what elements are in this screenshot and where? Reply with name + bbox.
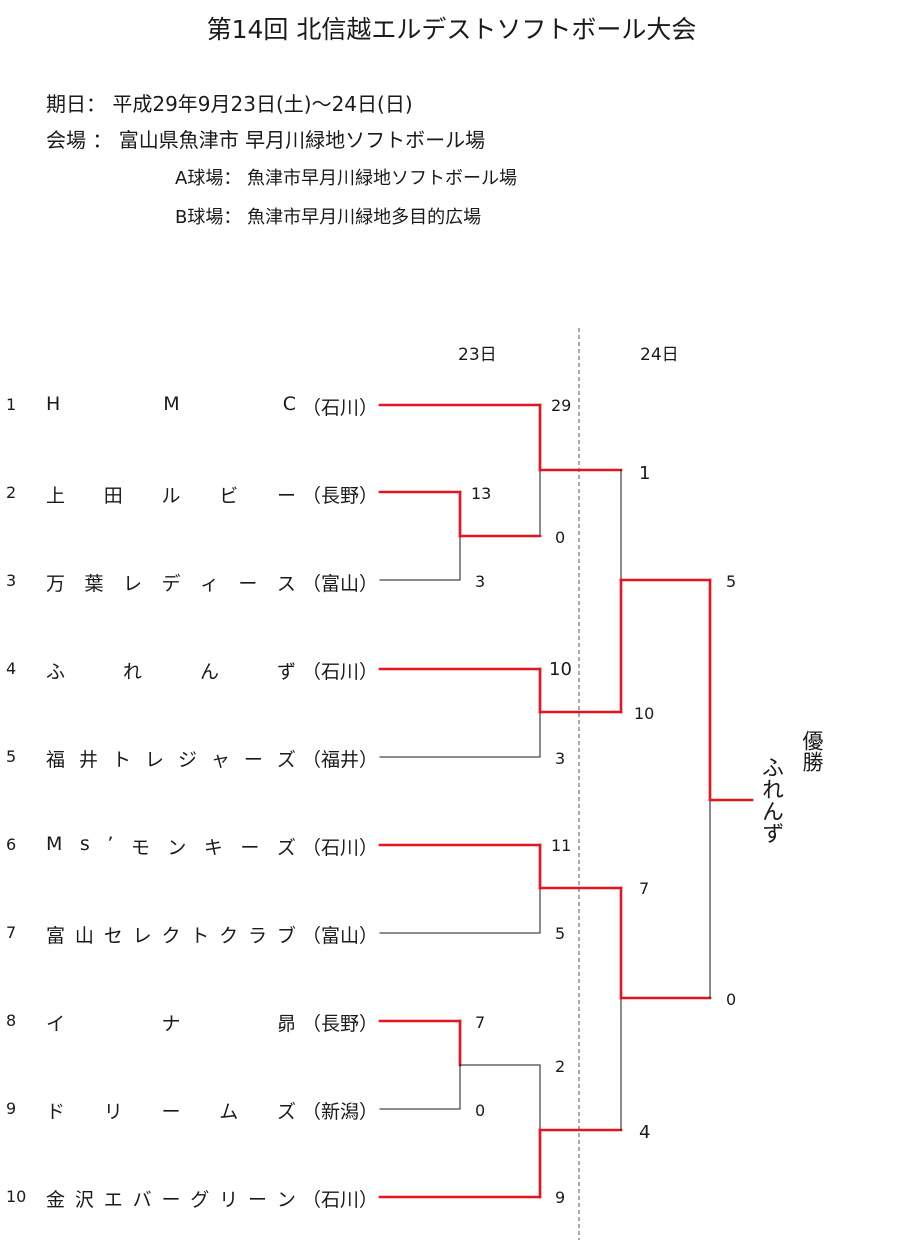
day1-header: 23日 — [458, 345, 497, 365]
team-seed: 3 — [6, 571, 17, 590]
score-r2-2-bot: 3 — [555, 749, 566, 768]
team-prefecture: （石川） — [302, 1189, 379, 1211]
score-r2-3-top: 11 — [551, 836, 572, 855]
score-final-top: 5 — [726, 572, 737, 591]
score-sf1-top: 1 — [639, 463, 651, 484]
page-title: 第14回 北信越エルデストソフトボール大会 — [206, 15, 697, 44]
score-sf1-bot: 10 — [634, 704, 655, 723]
court-a-line: A球場： 魚津市早月川緑地ソフトボール場 — [175, 168, 518, 189]
score-sf2-bot: 4 — [639, 1122, 651, 1143]
score-r2-4-top: 2 — [555, 1057, 566, 1076]
team-name: ふれんず — [46, 661, 296, 683]
score-r1-2v3-top: 13 — [471, 484, 492, 503]
score-r1-2v3-bot: 3 — [475, 572, 486, 591]
team-prefecture: （石川） — [302, 661, 379, 683]
team-seed: 9 — [6, 1099, 17, 1118]
team-name: ドリームズ — [46, 1101, 296, 1123]
team-name: 金沢エバーグリーン — [46, 1189, 296, 1211]
team-prefecture: （新潟） — [302, 1101, 379, 1123]
team-name: 万葉レディース — [46, 573, 296, 595]
team-seed: 6 — [6, 835, 17, 854]
team-prefecture: （石川） — [302, 837, 379, 859]
team-prefecture: （長野） — [302, 485, 379, 507]
team-name: イナ昴 — [46, 1013, 296, 1035]
team-seed: 2 — [6, 483, 17, 502]
team-seed: 7 — [6, 923, 17, 942]
score-r1-8v9-top: 7 — [475, 1013, 486, 1032]
score-r2-1-top: 29 — [551, 396, 572, 415]
score-r2-3-bot: 5 — [555, 924, 566, 943]
team-seed: 1 — [6, 395, 17, 414]
date-line: 期日： 平成29年9月23日(土)～24日(日) — [46, 92, 413, 116]
team-name: 富山セレクトクラブ — [46, 925, 296, 947]
score-r2-2-top: 10 — [549, 659, 572, 680]
team-prefecture: （富山） — [302, 925, 379, 947]
score-r2-1-bot: 0 — [555, 528, 566, 547]
venue-line: 会場 ： 富山県魚津市 早月川緑地ソフトボール場 — [46, 128, 486, 152]
team-seed: 8 — [6, 1011, 17, 1030]
team-seed: 4 — [6, 659, 17, 678]
score-sf2-top: 7 — [639, 879, 650, 898]
court-b-line: B球場： 魚津市早月川緑地多目的広場 — [175, 207, 482, 228]
team-seed: 5 — [6, 747, 17, 766]
team-seed: 10 — [6, 1187, 27, 1206]
champion-team: ふれんず — [758, 756, 783, 844]
score-final-bot: 0 — [726, 990, 737, 1009]
team-name: 福井トレジャーズ — [46, 749, 296, 771]
team-prefecture: （石川） — [302, 397, 379, 419]
team-prefecture: （福井） — [302, 749, 379, 771]
team-prefecture: （富山） — [302, 573, 379, 595]
score-r1-8v9-bot: 0 — [475, 1101, 486, 1120]
day2-header: 24日 — [640, 345, 679, 365]
team-prefecture: （長野） — [302, 1013, 379, 1035]
champion-label: 優勝 — [800, 730, 824, 772]
score-r2-4-bot: 9 — [555, 1188, 566, 1207]
team-name: 上田ルビー — [46, 485, 296, 507]
